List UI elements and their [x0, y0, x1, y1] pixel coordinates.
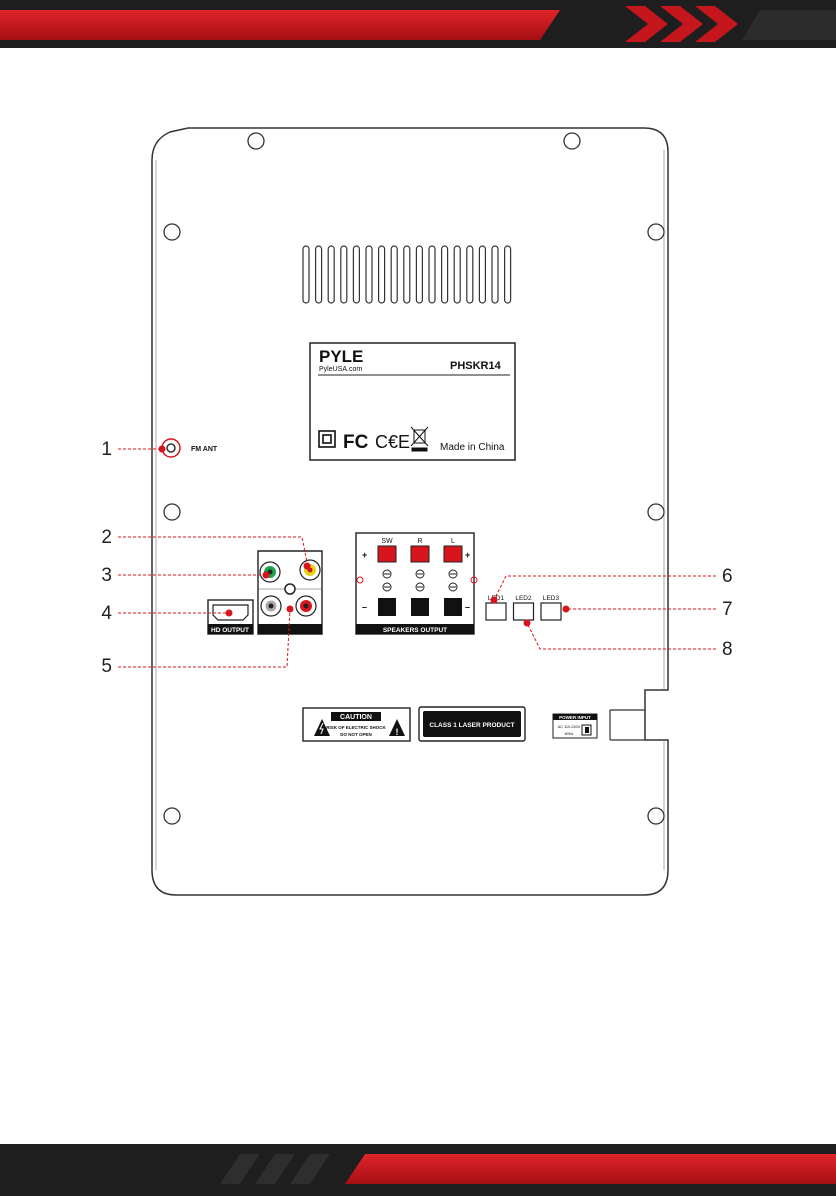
callout-number: 6 [722, 566, 733, 587]
callout-leader [118, 609, 290, 667]
vent-slot [328, 246, 334, 303]
vent-slot [316, 246, 322, 303]
vent-slot [442, 246, 448, 303]
callout-dot [524, 620, 531, 627]
callout-dot [304, 563, 311, 570]
vent-slot [467, 246, 473, 303]
vent-slot [479, 246, 485, 303]
vent-slot [416, 246, 422, 303]
vent-slot [341, 246, 347, 303]
speakers-output-label: SPEAKERS OUTPUT [383, 627, 447, 634]
fcc-mark: FC [343, 432, 369, 453]
channel-label: R [417, 538, 422, 545]
brand-website: PyleUSA.com [319, 366, 362, 373]
ce-mark: C€E [375, 432, 410, 452]
led-label: LED3 [543, 595, 560, 602]
callout-number: 8 [722, 639, 733, 660]
hd-output-label: HD OUTPUT [211, 627, 249, 634]
callout-dot [263, 572, 270, 579]
vent-slot [366, 246, 372, 303]
laser-label-text: CLASS 1 LASER PRODUCT [429, 722, 514, 729]
caution-title: CAUTION [340, 714, 372, 721]
led-window [486, 603, 506, 620]
callout-number: 2 [101, 527, 112, 548]
vent-slots [303, 246, 511, 303]
rca-jack-block [258, 551, 322, 634]
callout-number: 7 [722, 599, 733, 620]
led-window [514, 603, 534, 620]
video-jack-yellow [300, 560, 320, 580]
component-jack-green [260, 562, 280, 582]
speaker-terminals: SPEAKERS OUTPUT + + – – SW R L [356, 533, 477, 634]
caution-line-1: RISK OF ELECTRIC SHOCK [326, 725, 386, 730]
positive-terminal [411, 546, 429, 562]
vent-slot [379, 246, 385, 303]
bottom-banner [0, 1144, 836, 1196]
vent-slot [353, 246, 359, 303]
minus-label-left: – [362, 602, 367, 612]
mounting-holes [164, 133, 664, 824]
fm-antenna-jack: FM ANT [162, 439, 218, 457]
minus-label-right: – [465, 602, 470, 612]
led-label: LED2 [515, 595, 532, 602]
positive-terminal [444, 546, 462, 562]
vent-slot [303, 246, 309, 303]
callout-dot [491, 597, 498, 604]
model-number: PHSKR14 [450, 360, 502, 372]
screw-hole [648, 224, 664, 240]
callout-leader [118, 537, 307, 562]
weee-bin-icon [411, 427, 428, 451]
vent-slot [404, 246, 410, 303]
vent-slot [454, 246, 460, 303]
hdmi-output-port: HD OUTPUT [208, 600, 253, 634]
exclamation-glyph: ! [396, 727, 399, 737]
negative-terminal [444, 598, 462, 616]
channel-label: SW [381, 538, 393, 545]
fm-ant-label: FM ANT [191, 446, 218, 453]
callout-dot [563, 606, 570, 613]
screw-hole [164, 808, 180, 824]
callout-dot [287, 606, 294, 613]
back-panel-outline [152, 128, 668, 895]
callout-leader [527, 623, 716, 649]
double-insulation-icon [319, 431, 335, 447]
ground-post [285, 584, 295, 594]
caution-line-2: DO NOT OPEN [340, 732, 372, 737]
led-window [541, 603, 561, 620]
brand-logo: PYLE [319, 347, 363, 366]
negative-terminal [411, 598, 429, 616]
screw-hole [648, 504, 664, 520]
positive-terminal [378, 546, 396, 562]
callout-number: 3 [101, 565, 112, 586]
callout-number: 1 [101, 439, 112, 460]
rating-label: PYLE PyleUSA.com PHSKR14 FC C€E Made in … [310, 343, 515, 460]
plus-label-right: + [465, 550, 470, 560]
vent-slot [391, 246, 397, 303]
made-in-label: Made in China [440, 442, 505, 453]
power-input-line-2: 60Hz [565, 732, 574, 736]
caution-label: CAUTION RISK OF ELECTRIC SHOCK DO NOT OP… [303, 708, 410, 741]
screw-hole [648, 808, 664, 824]
vent-slot [505, 246, 511, 303]
screw-hole [164, 504, 180, 520]
callout-number: 4 [101, 603, 112, 624]
power-input-label: POWER INPUT AC 110-240V 60Hz [553, 714, 597, 738]
vent-slot [429, 246, 435, 303]
screw-hole [248, 133, 264, 149]
channel-label: L [451, 538, 455, 545]
plus-label-left: + [362, 550, 367, 560]
audio-jack-white [261, 596, 281, 616]
negative-terminal [378, 598, 396, 616]
power-input-title: POWER INPUT [559, 715, 591, 720]
screw-hole [564, 133, 580, 149]
callout-dot [159, 446, 166, 453]
screw-hole [164, 224, 180, 240]
power-input-line-1: AC 110-240V [558, 725, 581, 729]
callout-number: 5 [101, 656, 112, 677]
callout-dot [226, 610, 233, 617]
laser-label: CLASS 1 LASER PRODUCT [419, 707, 525, 741]
vent-slot [492, 246, 498, 303]
audio-jack-red [296, 596, 316, 616]
